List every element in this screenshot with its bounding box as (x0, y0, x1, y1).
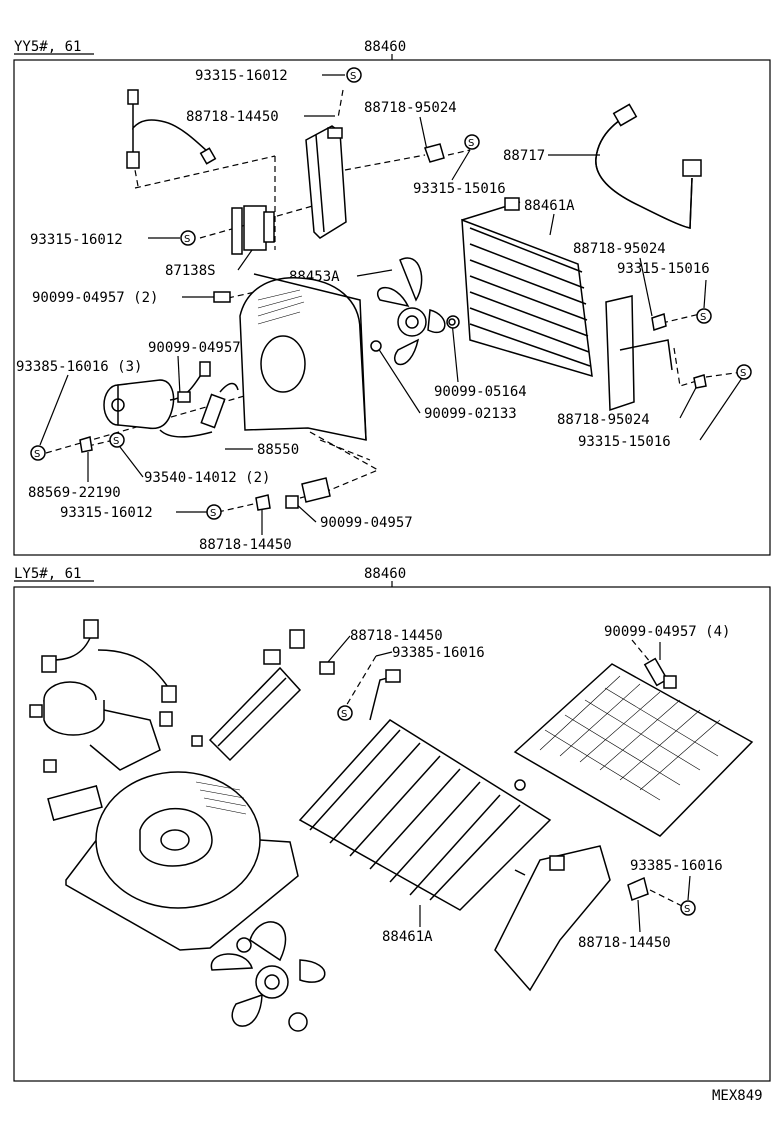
label-90099-02133[interactable]: 90099-02133 (424, 406, 517, 422)
top-frame (13, 59, 771, 556)
label-93315-16012-c[interactable]: 93315-16012 (60, 505, 153, 521)
label-93315-15016-c[interactable]: 93315-15016 (578, 434, 671, 450)
svg-text:S: S (740, 368, 746, 379)
top-leader-lines (39, 74, 743, 535)
label-90099-04957-a[interactable]: 90099-04957 (148, 340, 241, 356)
svg-text:S: S (184, 234, 190, 245)
label-93315-15016-a[interactable]: 93315-15016 (413, 181, 506, 197)
label-93540-14012-2[interactable]: 93540-14012 (2) (144, 470, 270, 486)
label-90099-04957-4[interactable]: 90099-04957 (4) (604, 624, 730, 640)
motor-top-icon (103, 361, 239, 438)
label-88718-14450-a[interactable]: 88718-14450 (186, 109, 279, 125)
bracket-vertical-icon (305, 125, 347, 239)
svg-text:S: S (350, 71, 356, 82)
screw-icon (109, 432, 125, 448)
fan-top-icon (370, 257, 460, 366)
screw-icon (680, 900, 696, 916)
screw-icon (180, 230, 196, 246)
bottom-assembly-label: 88460 (364, 566, 406, 582)
svg-text:S: S (210, 508, 216, 519)
top-screw-symbols: S S S S S S S S (30, 67, 752, 520)
grille-bottom-icon (513, 657, 754, 837)
bottom-leader-lines (327, 635, 691, 933)
label-88718-95024-c[interactable]: 88718-95024 (557, 412, 650, 428)
label-88717[interactable]: 88717 (503, 148, 545, 164)
label-88718-95024-a[interactable]: 88718-95024 (364, 100, 457, 116)
bracket-87138s-icon (231, 205, 275, 255)
fan-shroud-top-icon (239, 273, 367, 441)
screw-icon (206, 504, 222, 520)
condenser-top-icon (461, 197, 673, 412)
label-88569-22190[interactable]: 88569-22190 (28, 485, 121, 501)
screw-icon (337, 705, 353, 721)
top-assembly-label: 88460 (364, 39, 406, 55)
label-88718-95024-b[interactable]: 88718-95024 (573, 241, 666, 257)
bracket-bottom-right-icon (494, 845, 649, 992)
svg-text:S: S (700, 312, 706, 323)
screw-icon (464, 134, 480, 150)
screw-icon (736, 364, 752, 380)
svg-text:S: S (684, 904, 690, 915)
condenser-bottom-icon (298, 669, 552, 911)
svg-text:S: S (341, 709, 347, 720)
bolt-icon (177, 291, 456, 509)
fan-shroud-bottom-icon (65, 771, 299, 951)
label-88550[interactable]: 88550 (257, 442, 299, 458)
label-93315-16012-b[interactable]: 93315-16012 (30, 232, 123, 248)
label-90099-05164[interactable]: 90099-05164 (434, 384, 527, 400)
label-88718-14450-d[interactable]: 88718-14450 (578, 935, 671, 951)
bottom-screw-symbols: S S (337, 705, 696, 916)
fan-bottom-icon (210, 921, 326, 1032)
diagram-code: MEX849 (712, 1088, 763, 1104)
screw-icon (30, 445, 46, 461)
label-93385-16016-b[interactable]: 93385-16016 (630, 858, 723, 874)
label-90099-04957-b[interactable]: 90099-04957 (320, 515, 413, 531)
bottom-frame (13, 586, 771, 1082)
top-model-label: YY5#, 61 (14, 39, 81, 55)
screw-icon (696, 308, 712, 324)
label-88718-14450-c[interactable]: 88718-14450 (350, 628, 443, 644)
pipe-88717-icon (595, 103, 702, 229)
label-93385-16016-3[interactable]: 93385-16016 (3) (16, 359, 142, 375)
label-87138s[interactable]: 87138S (165, 263, 216, 279)
label-93385-16016-a[interactable]: 93385-16016 (392, 645, 485, 661)
label-90099-04957-2[interactable]: 90099-04957 (2) (32, 290, 158, 306)
screw-icon (346, 67, 362, 83)
label-93315-15016-b[interactable]: 93315-15016 (617, 261, 710, 277)
wire-harness-icon (126, 89, 217, 169)
bracket-bottom-left-icon (208, 629, 335, 762)
label-88461a-bottom[interactable]: 88461A (382, 929, 433, 945)
label-93315-16012-a[interactable]: 93315-16012 (195, 68, 288, 84)
label-88718-14450-b[interactable]: 88718-14450 (199, 537, 292, 553)
svg-text:S: S (113, 436, 119, 447)
bottom-model-label: LY5#, 61 (14, 566, 81, 582)
motor-bottom-icon (29, 619, 203, 822)
clip-icon (79, 143, 707, 511)
svg-text:S: S (468, 138, 474, 149)
label-88461a-top[interactable]: 88461A (524, 198, 575, 214)
svg-text:S: S (34, 449, 40, 460)
